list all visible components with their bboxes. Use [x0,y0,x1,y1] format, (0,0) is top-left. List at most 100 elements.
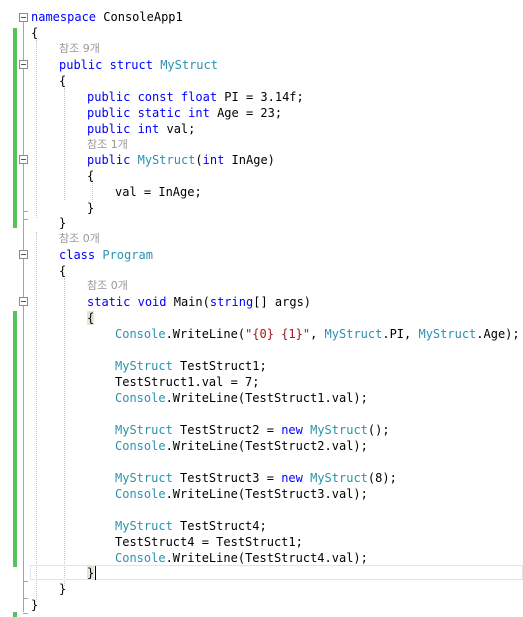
method-name: Main( [173,295,210,309]
code-line-val[interactable]: public int val; [87,121,195,137]
code-line-brace[interactable]: } [87,200,94,216]
code-line-namespace[interactable]: namespace ConsoleApp1 [31,9,183,25]
type-name: MyStruct [310,423,368,437]
change-marker [13,612,17,617]
collapse-toggle-icon[interactable] [19,60,28,69]
keyword: public int [87,122,160,136]
code-text: PI = 3.14f; [224,90,304,104]
codelens-references[interactable]: 참조 9개 [59,41,100,57]
keyword: new [281,471,303,485]
codelens-references[interactable]: 참조 1개 [87,137,128,153]
keyword: struct [109,58,153,72]
type-name: MyStruct [115,423,173,437]
collapse-toggle-icon[interactable] [19,13,28,22]
code-line-brace[interactable]: { [87,168,94,184]
type-name: MyStruct [324,327,383,341]
string-literal: "{0} {1}" [245,327,311,341]
change-marker [13,28,17,228]
code-line-brace[interactable]: { [59,73,66,89]
code-text: TestStruct3.val); [245,487,368,501]
fold-guide-end [23,598,28,599]
code-text: [] args) [253,295,312,309]
code-text: Age = 23; [217,106,283,120]
code-text: TestStruct1; [180,359,267,373]
fold-guide-end [23,211,28,212]
keyword: new [281,423,303,437]
code-line-brace[interactable]: } [87,565,95,581]
type-name: MyStruct [115,471,173,485]
collapse-toggle-icon[interactable] [19,155,28,164]
keyword: public static int [87,106,210,120]
keyword: string [209,295,254,309]
close-brace: } [87,201,95,215]
type-name: Console [115,439,166,453]
code-text: TestStruct2 = [180,423,282,437]
indent-guide [36,40,37,218]
code-text: TestStruct1.val); [245,391,368,405]
code-text: .WriteLine( [165,391,246,405]
code-text: .WriteLine( [165,551,246,565]
code-text: TestStruct4.val); [245,551,368,565]
open-brace: { [31,26,39,40]
code-line-ts1-assign[interactable]: TestStruct1.val = 7; [115,374,260,390]
code-text: .Age); [476,327,520,341]
code-text: val = InAge; [115,185,202,199]
matched-open-brace: { [87,311,95,325]
close-brace: } [31,598,39,612]
type-name: MyStruct [418,327,477,341]
indent-guide [64,88,65,200]
code-line-brace[interactable]: { [59,263,66,279]
code-line-ts4-assign[interactable]: TestStruct4 = TestStruct1; [115,534,303,550]
code-text: (8); [367,471,397,485]
code-line-age[interactable]: public static int Age = 23; [87,105,282,121]
code-line-ts4-decl[interactable]: MyStruct TestStruct4; [115,518,267,534]
code-line-brace[interactable]: } [59,215,66,231]
collapse-toggle-icon[interactable] [19,250,28,259]
codelens-references[interactable]: 참조 0개 [59,231,100,247]
code-text: .WriteLine( [165,327,246,341]
keyword: void [137,295,167,309]
code-line-struct[interactable]: public struct MyStruct [59,57,218,73]
type-name: Program [102,248,153,262]
code-text: .WriteLine( [165,487,246,501]
code-text: TestStruct4; [180,519,267,533]
code-text: ( [195,153,203,167]
collapse-toggle-icon[interactable] [19,297,28,306]
keyword: int [202,153,225,167]
code-text: , [310,327,325,341]
code-text: (); [367,423,390,437]
code-line-brace[interactable]: } [59,581,66,597]
codelens-label: 참조 0개 [87,279,128,292]
code-line-assign[interactable]: val = InAge; [115,184,202,200]
fold-guide-end [23,581,28,582]
code-line-ts1-print[interactable]: Console.WriteLine(TestStruct1.val); [115,390,368,406]
code-line-ts4-print[interactable]: Console.WriteLine(TestStruct4.val); [115,550,368,566]
code-line-class[interactable]: class Program [59,247,153,263]
codelens-references[interactable]: 참조 0개 [87,278,128,294]
code-text: TestStruct4 = TestStruct1; [115,535,303,549]
type-name: MyStruct [137,153,196,167]
code-text: InAge) [231,153,275,167]
code-line-ts2-decl[interactable]: MyStruct TestStruct2 = new MyStruct(); [115,422,390,438]
codelens-label: 참조 0개 [59,232,100,245]
code-text: TestStruct1.val = 7; [115,375,260,389]
type-name: Console [115,327,166,341]
keyword: public [87,153,131,167]
code-line-ts2-print[interactable]: Console.WriteLine(TestStruct2.val); [115,438,368,454]
code-line-brace[interactable]: { [31,25,38,41]
code-line-writeline-format[interactable]: Console.WriteLine("{0} {1}", MyStruct.PI… [115,326,520,342]
code-line-brace[interactable]: { [87,310,95,326]
code-line-main[interactable]: static void Main(string[] args) [87,294,311,310]
fold-guide-end [23,613,28,614]
code-line-ts3-print[interactable]: Console.WriteLine(TestStruct3.val); [115,486,368,502]
code-line-brace[interactable]: } [31,597,38,613]
code-line-ts3-decl[interactable]: MyStruct TestStruct3 = new MyStruct(8); [115,470,397,486]
code-text: .PI, [382,327,419,341]
indent-guide [92,180,93,202]
code-line-ts1-decl[interactable]: MyStruct TestStruct1; [115,358,267,374]
open-brace: { [59,264,67,278]
code-line-ctor[interactable]: public MyStruct(int InAge) [87,152,275,168]
keyword: public [59,58,103,72]
code-line-pi[interactable]: public const float PI = 3.14f; [87,89,304,105]
code-text: val; [166,122,196,136]
